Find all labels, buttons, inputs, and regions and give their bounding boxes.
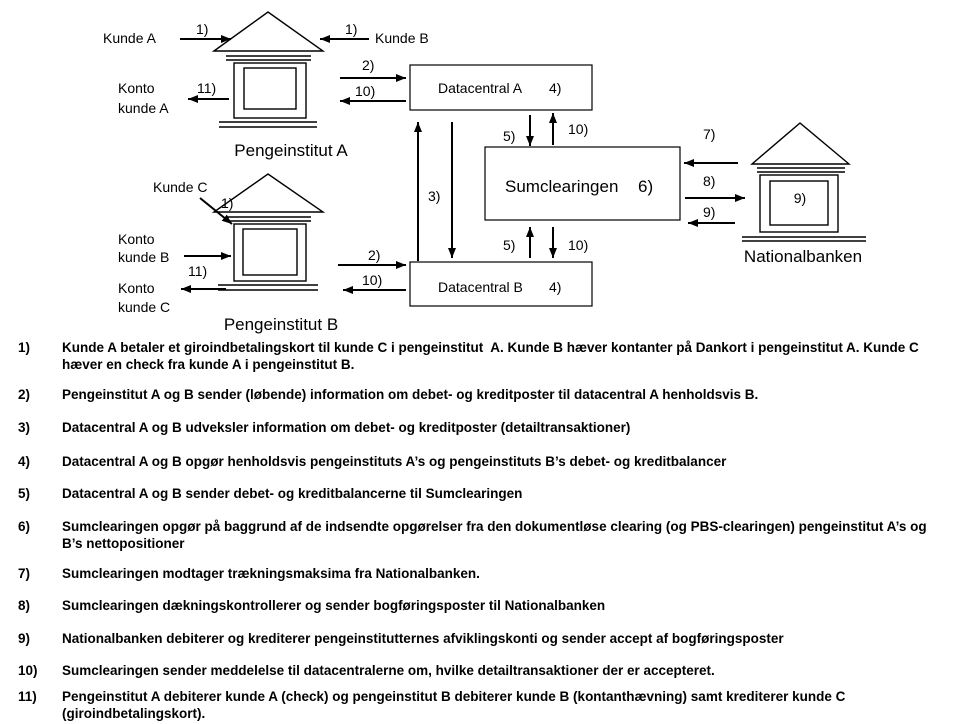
note-text: Sumclearingen opgør på baggrund af de in…: [62, 519, 931, 551]
note-number: 6): [18, 519, 31, 534]
note-number: 4): [18, 454, 31, 469]
label-datacentral-b-to-sumclearingen: 5): [503, 237, 515, 253]
label-institut-b-konti: 11): [188, 263, 207, 279]
label-nationalbanken-to-sumclearingen: 7): [703, 126, 715, 142]
label-kunde-c-to-institut-b: 1): [221, 195, 233, 211]
sumclearingen-label: Sumclearingen: [505, 177, 618, 196]
nationalbanken-step: 9): [794, 190, 806, 206]
note-number: 5): [18, 486, 31, 501]
label-sumclearingen-to-nationalbanken: 8): [703, 173, 715, 189]
arrow-kunde-c-to-institut-b: [199, 197, 233, 225]
label-datacentral-exchange: 3): [428, 188, 440, 204]
clearing-flow-diagram: Pengeinstitut A Pengeinstitut B 9) Natio…: [103, 11, 866, 334]
datacentral-a-step: 4): [549, 80, 561, 96]
note-number: 8): [18, 598, 31, 613]
label-kunde-a-to-institut-a: 1): [196, 21, 208, 37]
note-text: Sumclearingen sender meddelelse til data…: [62, 663, 715, 678]
kunde-c-label: Kunde C: [153, 179, 207, 195]
kunde-a-label: Kunde A: [103, 30, 157, 46]
konto-kunde-b-line2: kunde B: [118, 249, 169, 265]
pengeinstitut-b-label: Pengeinstitut B: [224, 315, 338, 334]
konto-kunde-c-line2: kunde C: [118, 299, 170, 315]
note-text: Nationalbanken debiterer og krediterer p…: [62, 631, 784, 646]
datacentral-b-label: Datacentral B: [438, 279, 523, 295]
note-text: Datacentral A og B opgør henholdsvis pen…: [62, 454, 727, 469]
datacentral-b-step: 4): [549, 279, 561, 295]
label-nationalbanken-accept-to-sumclearingen: 9): [703, 204, 715, 220]
note-text: Sumclearingen modtager trækningsmaksima …: [62, 566, 480, 581]
pengeinstitut-a-label: Pengeinstitut A: [234, 141, 348, 160]
nationalbanken-building-icon: [742, 122, 866, 242]
pengeinstitut-b-building-icon: [211, 173, 326, 291]
note-text: Kunde A betaler et giroindbetalingskort …: [62, 340, 923, 372]
note-text: Sumclearingen dækningskontrollerer og se…: [62, 598, 606, 613]
konto-kunde-a-line2: kunde A: [118, 100, 169, 116]
note-text: Pengeinstitut A debiterer kunde A (check…: [62, 689, 850, 721]
note-text: Datacentral A og B sender debet- og kred…: [62, 486, 523, 501]
label-institut-b-to-datacentral-b: 2): [368, 247, 380, 263]
datacentral-a-box: [409, 64, 593, 111]
nationalbanken-label: Nationalbanken: [744, 247, 862, 266]
label-sumclearingen-to-datacentral-b: 10): [568, 237, 588, 253]
label-kunde-b-to-institut-a: 1): [345, 21, 357, 37]
sumclearingen-step: 6): [638, 177, 653, 196]
sumclearingen-box: [484, 146, 681, 221]
note-number: 11): [18, 689, 37, 704]
konto-kunde-c-line1: Konto: [118, 280, 155, 296]
note-text: Pengeinstitut A og B sender (løbende) in…: [62, 387, 759, 402]
note-number: 3): [18, 420, 31, 435]
konto-kunde-a-line1: Konto: [118, 80, 155, 96]
datacentral-b-box: [409, 261, 593, 307]
note-text: Datacentral A og B udveksler information…: [62, 420, 631, 435]
pengeinstitut-a-building-icon: [211, 11, 326, 128]
label-datacentral-b-to-institut-b: 10): [362, 272, 382, 288]
note-number: 10): [18, 663, 38, 678]
note-number: 9): [18, 631, 31, 646]
note-number: 2): [18, 387, 31, 402]
label-datacentral-a-to-institut-a: 10): [355, 83, 375, 99]
label-datacentral-a-to-sumclearingen: 5): [503, 128, 515, 144]
label-institut-a-konto-a: 11): [197, 80, 216, 96]
label-sumclearingen-to-datacentral-a: 10): [568, 121, 588, 137]
note-number: 7): [18, 566, 31, 581]
note-number: 1): [18, 340, 31, 355]
kunde-b-label: Kunde B: [375, 30, 429, 46]
label-institut-a-to-datacentral-a: 2): [362, 57, 374, 73]
konto-kunde-b-line1: Konto: [118, 231, 155, 247]
datacentral-a-label: Datacentral A: [438, 80, 523, 96]
